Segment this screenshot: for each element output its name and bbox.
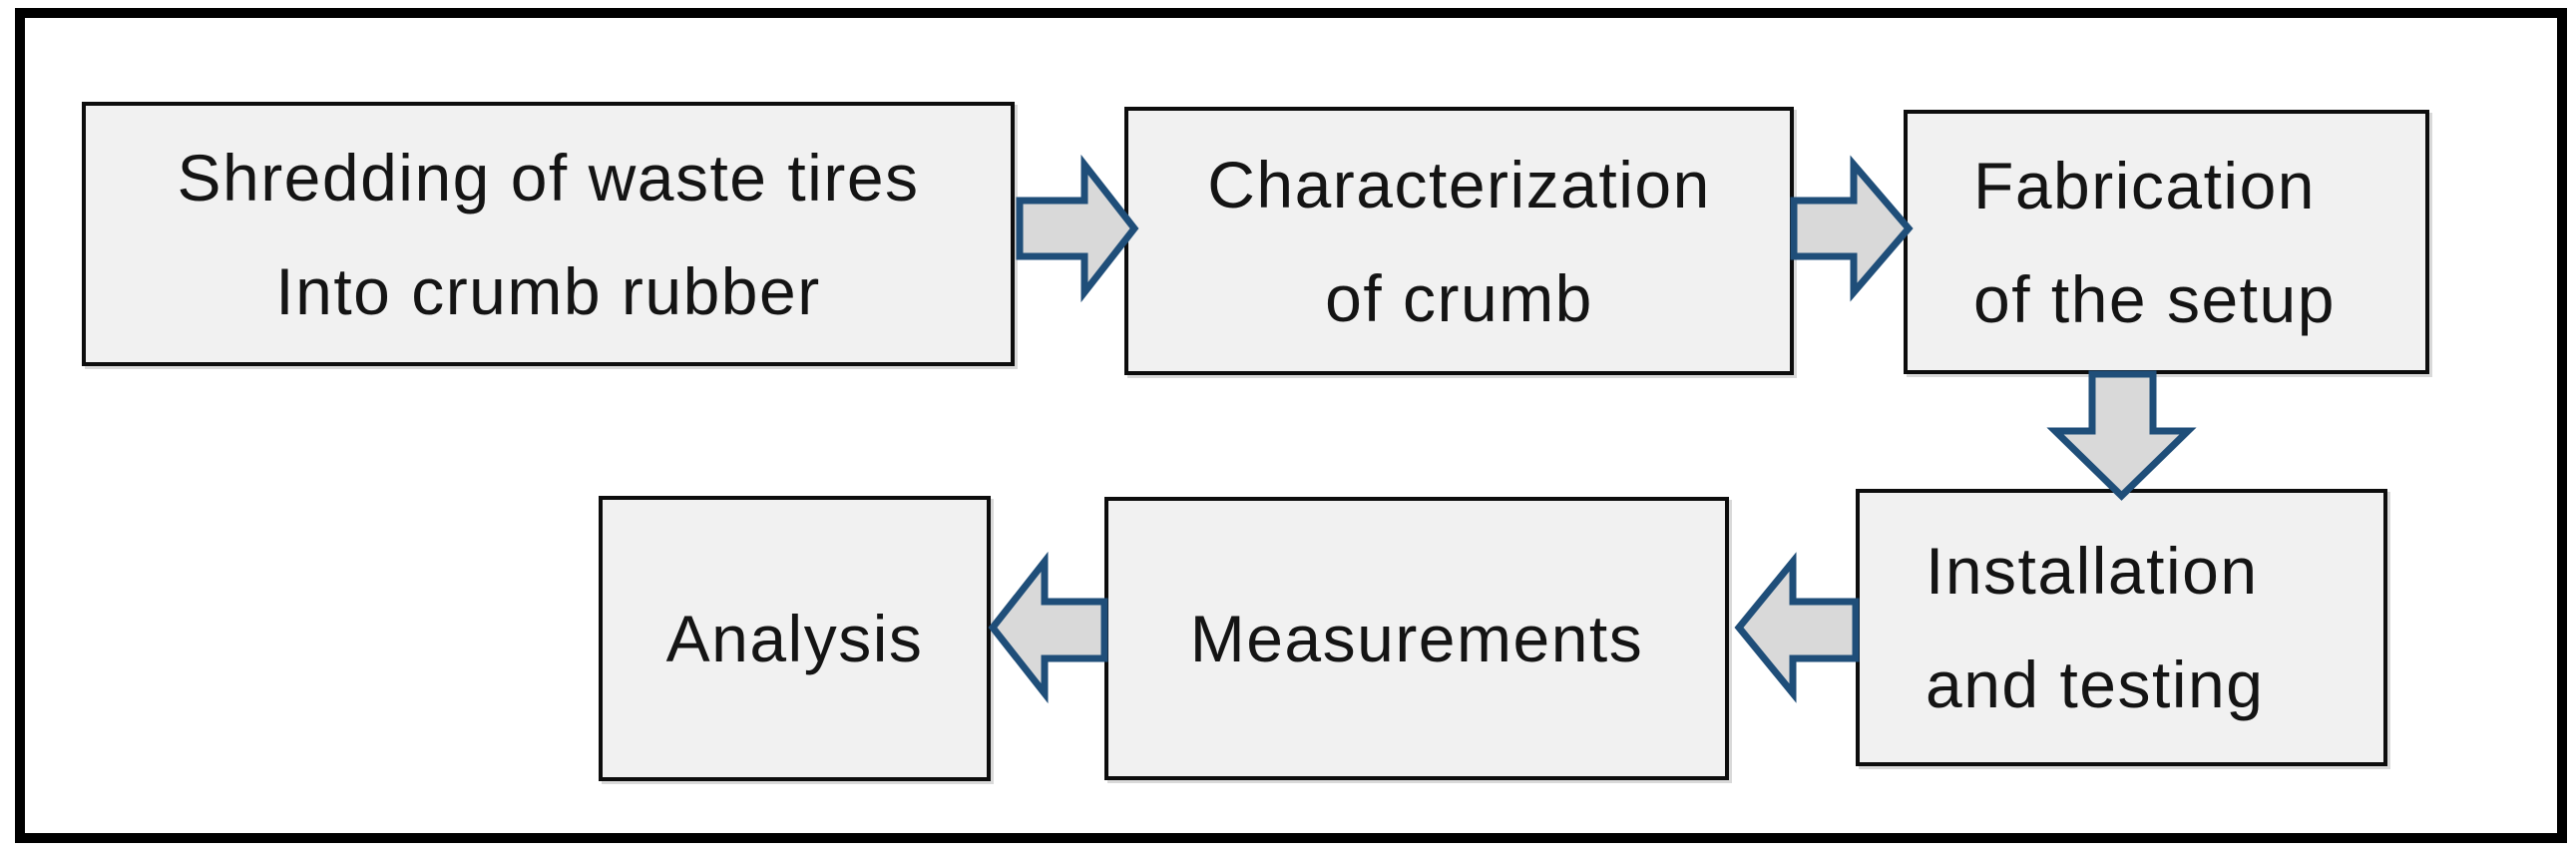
- box-fabrication-label-line1: Fabrication: [1973, 148, 2316, 222]
- flow-arrow-down-icon: [2046, 370, 2197, 501]
- outer-frame: [15, 8, 2567, 843]
- box-characterization-label-line1: Characterization: [1207, 147, 1711, 221]
- box-shredding: Shredding of waste tires Into crumb rubb…: [82, 102, 1015, 366]
- box-fabrication: Fabrication of the setup: [1904, 110, 2429, 374]
- box-installation-label-line2: and testing: [1926, 647, 2265, 721]
- flow-arrow-right-icon: [1790, 155, 1914, 302]
- flow-arrow-right-icon: [1016, 154, 1139, 303]
- box-fabrication-label-line2: of the setup: [1973, 261, 2336, 336]
- box-shredding-label-line1: Shredding of waste tires: [177, 140, 920, 214]
- box-installation-label-line1: Installation: [1926, 534, 2259, 608]
- flow-arrow-left-icon: [988, 551, 1108, 704]
- box-characterization-label-line2: of crumb: [1325, 260, 1593, 335]
- box-installation: Installation and testing: [1856, 489, 2387, 766]
- box-analysis: Analysis: [599, 496, 991, 781]
- box-shredding-label-line2: Into crumb rubber: [275, 253, 821, 328]
- box-measurements: Measurements: [1104, 497, 1729, 780]
- box-measurements-label: Measurements: [1189, 602, 1644, 675]
- box-analysis-label: Analysis: [665, 602, 924, 675]
- flow-arrow-left-icon: [1734, 552, 1860, 703]
- box-characterization: Characterization of crumb: [1124, 107, 1794, 375]
